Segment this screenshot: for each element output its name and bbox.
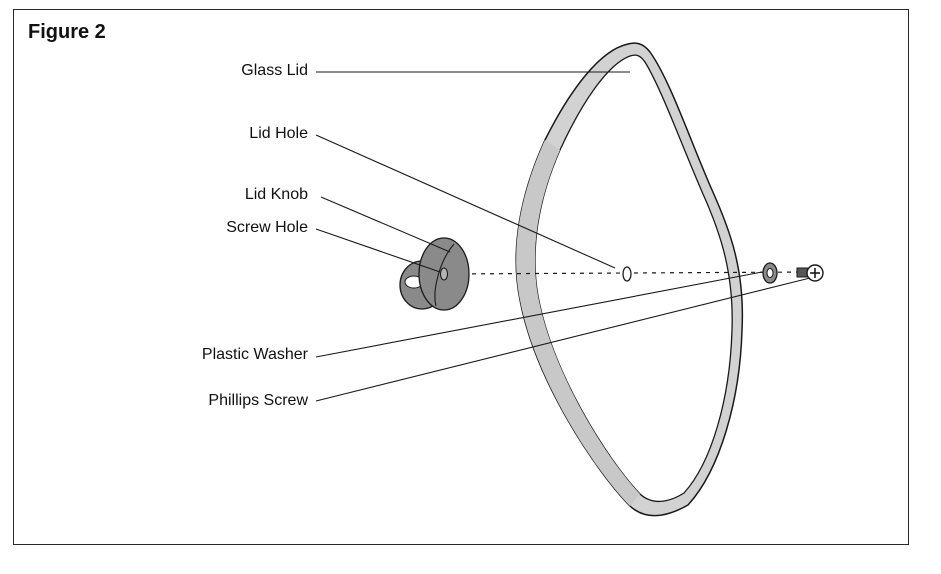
leader-lid-knob [320,196,451,253]
lid-knob-ridge [434,243,455,307]
lid-hole [622,266,632,282]
leader-phillips-screw [315,277,811,402]
label-plastic-washer: Plastic Washer [201,346,308,363]
screw-hole [439,267,449,281]
glass-lid-shade [516,140,640,506]
label-phillips-screw: Phillips Screw [208,392,308,409]
glass-lid-inner [534,54,733,503]
leader-plastic-washer [315,271,763,358]
label-screw-hole: Screw Hole [226,219,308,236]
plastic-washer-hole [766,268,774,278]
phillips-screw-icon [796,264,824,282]
leader-screw-hole [315,228,441,273]
label-lid-hole: Lid Hole [249,125,308,142]
label-lid-knob: Lid Knob [244,186,308,203]
figure-title: Figure 2 [28,21,106,43]
leader-lid-hole [315,134,616,269]
label-glass-lid: Glass Lid [241,62,308,79]
